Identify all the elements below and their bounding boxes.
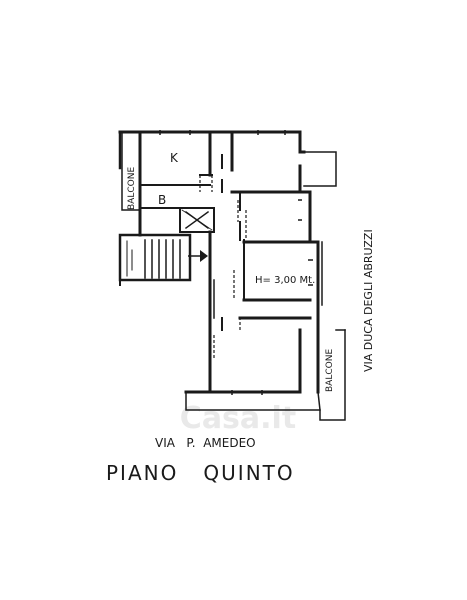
balcony-label-right: BALCONE [325, 349, 335, 392]
street-label-bottom: VIA P. AMEDEO [155, 436, 256, 450]
entrance-arrow-icon [188, 250, 208, 262]
watermark: Casa.it [180, 401, 296, 436]
window-marks [159, 130, 313, 395]
walls [118, 130, 346, 421]
plan-title: PIANO QUINTO [106, 461, 295, 485]
room-label-kitchen: K [170, 151, 179, 165]
room-label-bathroom: B [158, 193, 166, 207]
room-label-height: H= 3,00 Mt. [255, 275, 315, 286]
street-label-right: VIA DUCA DEGLI ABRUZZI [362, 229, 375, 372]
balcony-label-left: BALCONE [127, 167, 137, 210]
door-swings [199, 175, 247, 360]
